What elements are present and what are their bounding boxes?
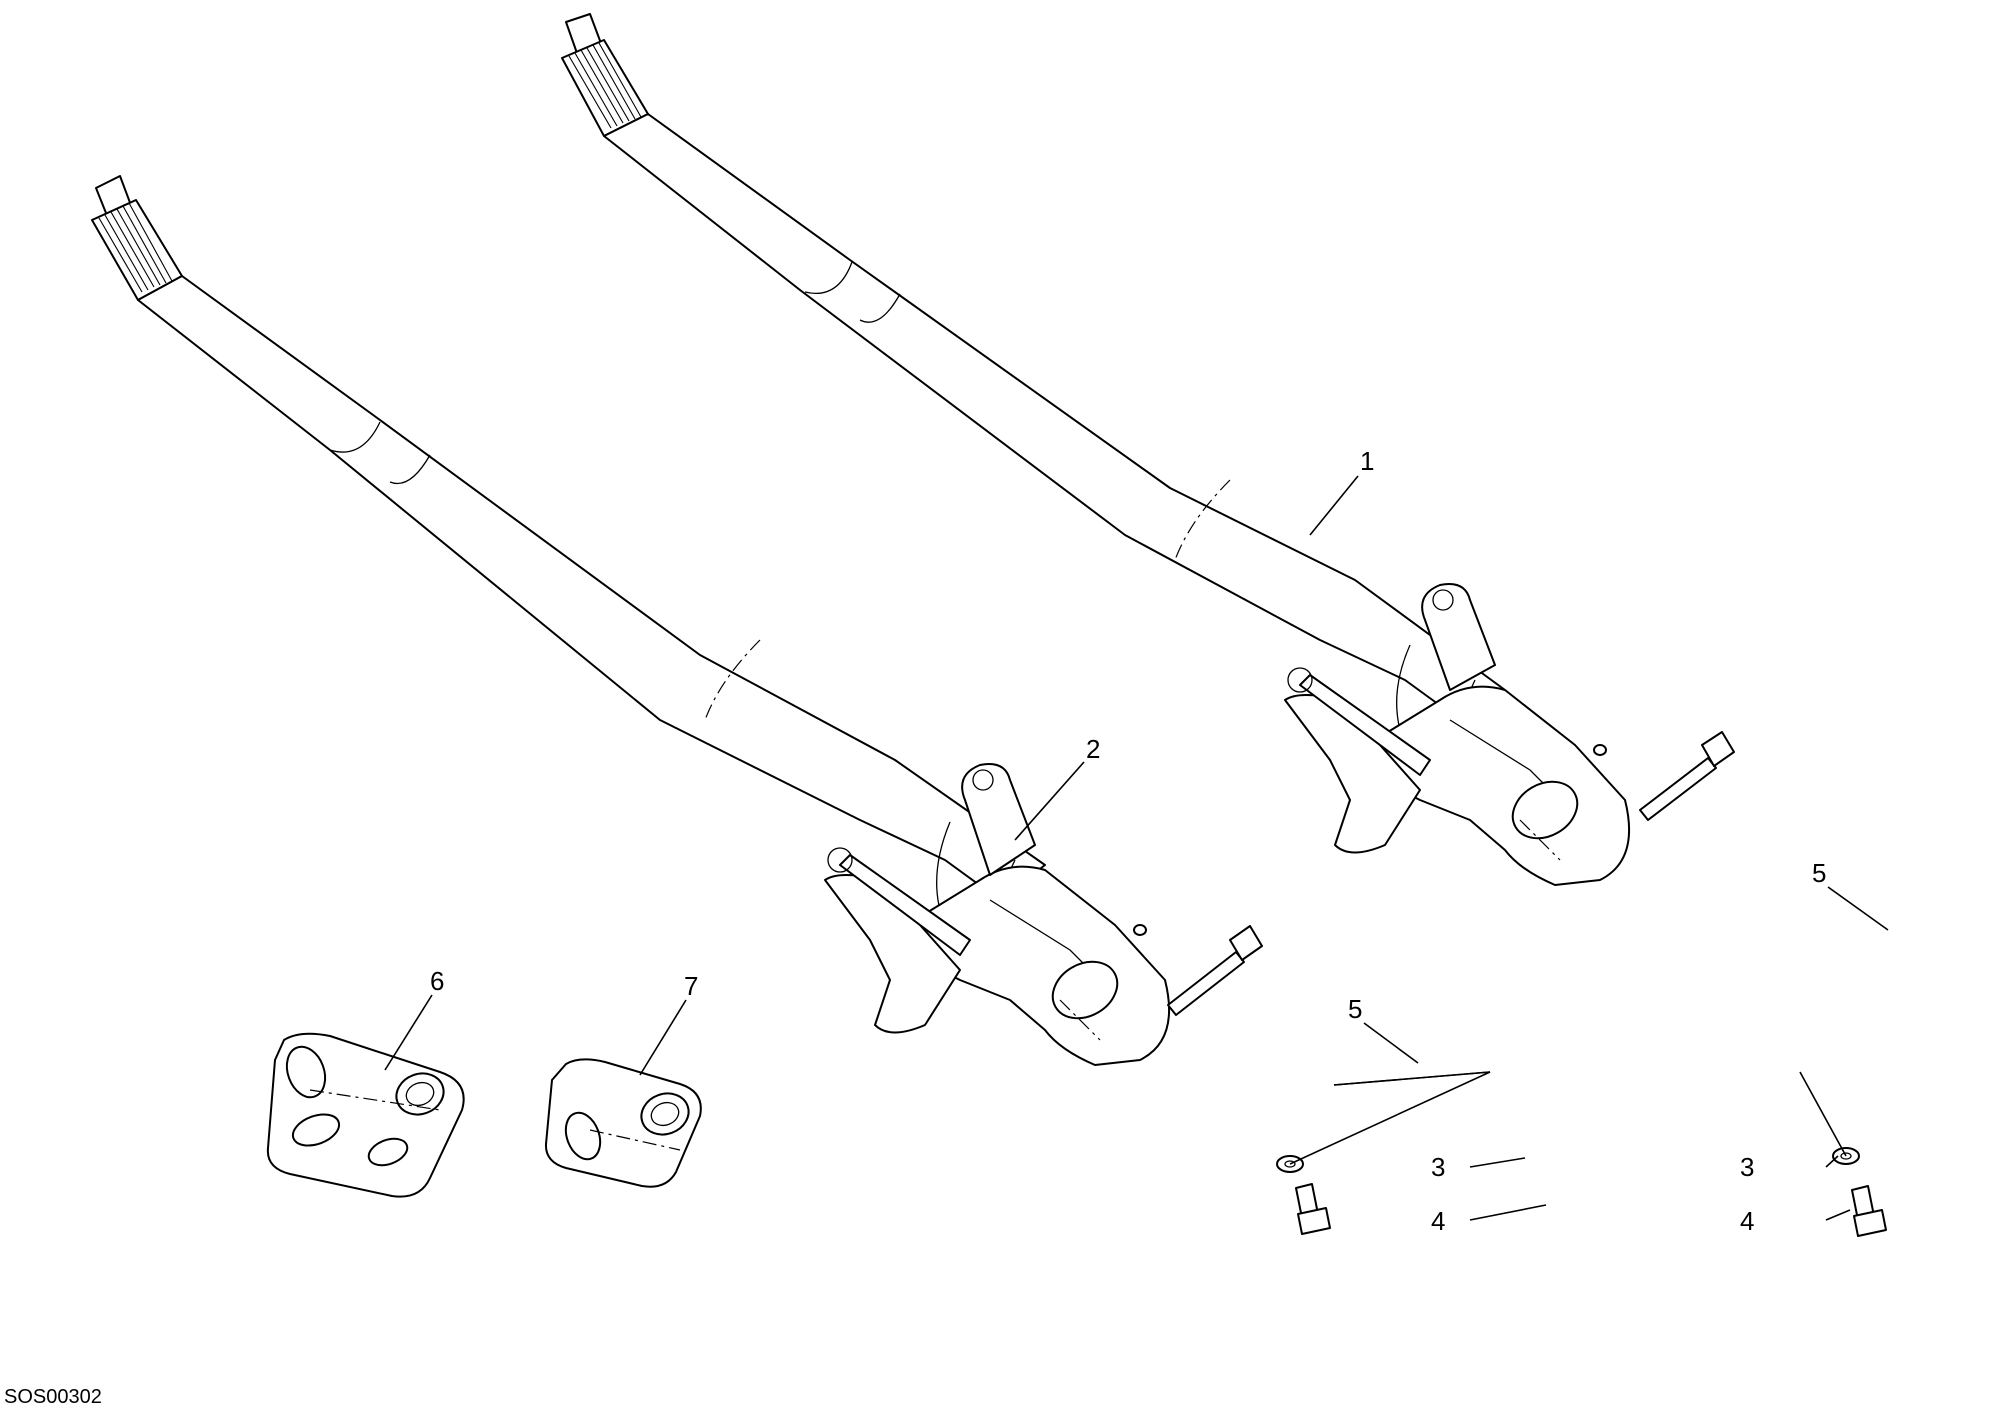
bleed-screw-right	[1851, 1185, 1887, 1237]
callout-2: 2	[1086, 734, 1100, 764]
leader-2	[1014, 761, 1085, 841]
callout-4-left: 4	[1431, 1206, 1445, 1236]
leader-1	[1309, 475, 1359, 536]
leader-7	[639, 999, 687, 1076]
leader-6	[384, 994, 433, 1071]
clamp-bolt-left	[1167, 925, 1263, 1016]
callout-5-left: 5	[1348, 994, 1362, 1024]
drawing-code: SOS00302	[4, 1386, 102, 1408]
bleed-screw-left	[1295, 1183, 1331, 1235]
leader-5b	[1827, 886, 1889, 931]
callout-5-right: 5	[1812, 858, 1826, 888]
callout-3-left: 3	[1431, 1152, 1445, 1182]
leader-3b	[1825, 1155, 1839, 1168]
callout-7: 7	[684, 971, 698, 1001]
fork-leg-left	[91, 175, 1171, 1066]
leader-4a	[1469, 1204, 1547, 1221]
callout-1: 1	[1360, 446, 1374, 476]
leader-4b	[1825, 1209, 1851, 1221]
leader-3a	[1469, 1157, 1526, 1168]
leader-5a	[1363, 1022, 1419, 1064]
cap-kit-6	[266, 1032, 465, 1198]
callout-3-right: 3	[1740, 1152, 1754, 1182]
cap-kit-7	[544, 1058, 702, 1188]
callout-4-right: 4	[1740, 1206, 1754, 1236]
callout-6: 6	[430, 966, 444, 996]
fork-leg-right	[561, 13, 1631, 886]
clamp-bolt-right	[1639, 731, 1735, 821]
